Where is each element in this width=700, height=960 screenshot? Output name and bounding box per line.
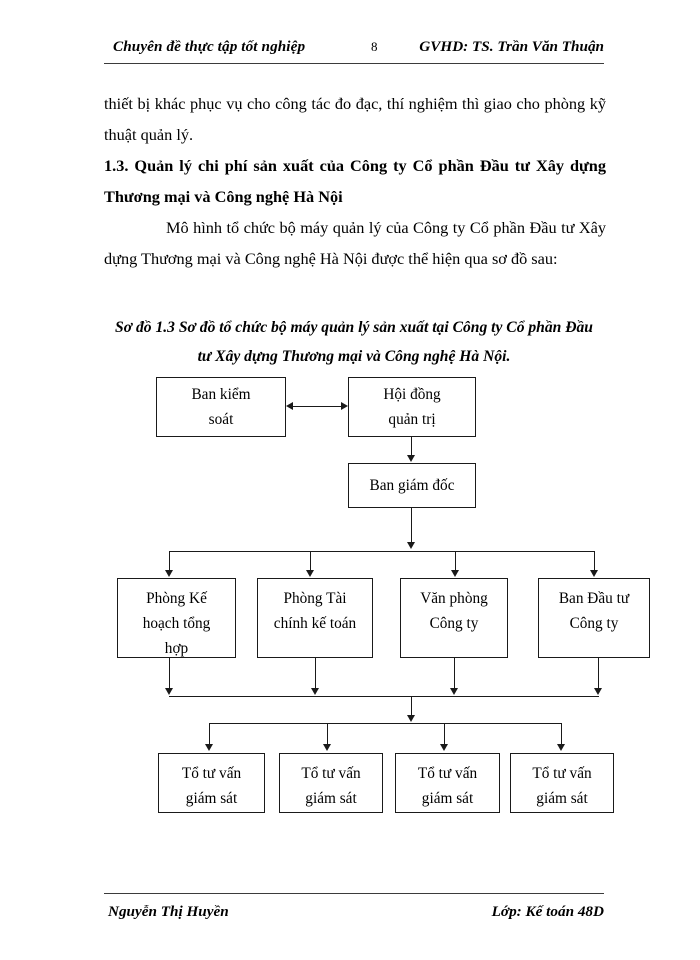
header-left-title: Chuyên đề thực tập tốt nghiệp: [113, 38, 306, 55]
running-footer: Nguyễn Thị Huyền Lớp: Kế toán 48D: [104, 903, 604, 927]
arrow-down-icon: [451, 570, 459, 577]
arrow-down-icon: [323, 744, 331, 751]
connector-bgd-stem: [411, 508, 413, 544]
node-phong-tai-chinh-ke-toan: Phòng Tài chính kế toán: [257, 578, 373, 658]
arrow-down-icon: [407, 542, 415, 549]
page-number: 8: [371, 39, 378, 54]
node-ban-kiem-soat: Ban kiểm soát: [156, 377, 286, 437]
connector-bus-to-phong-tai-chinh: [310, 551, 312, 571]
arrow-down-icon: [306, 570, 314, 577]
node-to-tu-van-giam-sat-1: Tổ tư vấn giám sát: [158, 753, 265, 813]
node-line: Ban kiểm: [191, 386, 251, 403]
node-to-tu-van-giam-sat-4: Tổ tư vấn giám sát: [510, 753, 614, 813]
node-line: Ban Đầu tư: [558, 590, 630, 607]
connector-bus4-to-to-tu-van-2: [327, 723, 329, 745]
node-line: Phòng Kế: [146, 590, 207, 607]
node-line: Tổ tư vấn: [301, 765, 361, 782]
node-van-phong-cong-ty: Văn phòng Công ty: [400, 578, 508, 658]
arrow-down-icon: [311, 688, 319, 695]
node-line: Công ty: [569, 615, 619, 632]
arrow-down-icon: [165, 688, 173, 695]
arrow-down-icon: [165, 570, 173, 577]
footer-class-label: Lớp: Kế toán 48D: [491, 903, 604, 920]
connector-bus4-to-to-tu-van-1: [209, 723, 211, 745]
arrow-down-icon: [440, 744, 448, 751]
node-ban-giam-doc: Ban giám đốc: [348, 463, 476, 508]
connector-bidirectional: [292, 406, 342, 408]
connector-phong-tai-chinh-down: [315, 658, 317, 689]
connector-center-stem: [411, 696, 413, 716]
node-line: hợp: [164, 640, 189, 657]
node-line: Văn phòng: [420, 590, 488, 607]
node-line: Tổ tư vấn: [181, 765, 242, 782]
arrow-down-icon: [590, 570, 598, 577]
node-line: quản trị: [388, 411, 436, 428]
body-text-block: thiết bị khác phục vụ cho công tác đo đạ…: [104, 88, 606, 274]
footer-divider-rule: [104, 893, 604, 894]
node-line: Tổ tư vấn: [532, 765, 592, 782]
arrow-right-icon: [341, 402, 348, 410]
connector-ban-dau-tu-down: [598, 658, 600, 689]
node-line: Tổ tư vấn: [417, 765, 478, 782]
bus-level-3: [169, 551, 595, 553]
connector-van-phong-down: [454, 658, 456, 689]
bus-level-4: [209, 723, 562, 725]
arrow-down-icon: [205, 744, 213, 751]
node-line: Công ty: [429, 615, 479, 632]
caption-line-1: Sơ đồ 1.3 Sơ đồ tổ chức bộ máy quản lý s…: [115, 319, 593, 336]
node-line: hoạch tổng: [142, 615, 211, 632]
connector-bus-to-ban-dau-tu: [594, 551, 596, 571]
section-heading-1-3: 1.3. Quản lý chi phí sản xuất của Công t…: [104, 156, 606, 206]
caption-line-2: tư Xây dựng Thương mại và Công nghệ Hà N…: [197, 348, 511, 365]
node-ban-dau-tu-cong-ty: Ban Đầu tư Công ty: [538, 578, 650, 658]
node-phong-ke-hoach-tong-hop: Phòng Kế hoạch tổng hợp: [117, 578, 236, 658]
bus-collection: [169, 696, 599, 698]
node-line: giám sát: [421, 790, 474, 807]
node-line: Phòng Tài: [283, 590, 347, 607]
connector-bus4-to-to-tu-van-4: [561, 723, 563, 745]
header-right-advisor: GVHD: TS. Trần Văn Thuận: [419, 38, 604, 55]
arrow-down-icon: [557, 744, 565, 751]
connector-phong-ke-hoach-down: [169, 658, 171, 689]
node-hoi-dong-quan-tri: Hội đồng quản trị: [348, 377, 476, 437]
paragraph-intro: Mô hình tổ chức bộ máy quản lý của Công …: [104, 218, 606, 268]
connector-bus4-to-to-tu-van-3: [444, 723, 446, 745]
arrow-down-icon: [594, 688, 602, 695]
arrow-down-icon: [407, 455, 415, 462]
node-line: Hội đồng: [383, 386, 441, 403]
paragraph-continuation: thiết bị khác phục vụ cho công tác đo đạ…: [104, 94, 606, 144]
connector-bus-to-van-phong: [455, 551, 457, 571]
diagram-caption: Sơ đồ 1.3 Sơ đồ tổ chức bộ máy quản lý s…: [104, 313, 604, 371]
node-line: soát: [208, 411, 234, 428]
node-to-tu-van-giam-sat-2: Tổ tư vấn giám sát: [279, 753, 383, 813]
running-header: Chuyên đề thực tập tốt nghiệp 8 GVHD: TS…: [104, 38, 604, 60]
node-line: chính kế toán: [273, 615, 357, 632]
node-line: giám sát: [536, 790, 588, 807]
connector-hdqt-to-bgd: [411, 437, 413, 456]
arrow-down-icon: [450, 688, 458, 695]
node-to-tu-van-giam-sat-3: Tổ tư vấn giám sát: [395, 753, 500, 813]
arrow-down-icon: [407, 715, 415, 722]
arrow-left-icon: [286, 402, 293, 410]
header-divider-rule: [104, 63, 604, 64]
node-line: giám sát: [185, 790, 238, 807]
footer-author-name: Nguyễn Thị Huyền: [108, 903, 229, 920]
node-line: Ban giám đốc: [369, 477, 455, 494]
node-line: giám sát: [305, 790, 357, 807]
connector-bus-to-phong-ke-hoach: [169, 551, 171, 571]
